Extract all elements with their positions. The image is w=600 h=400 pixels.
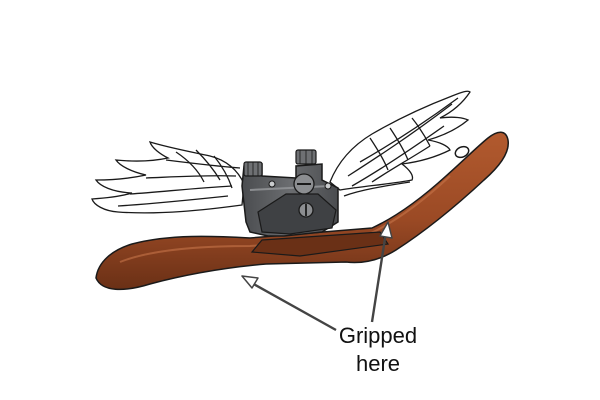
stud-right-icon	[324, 182, 332, 190]
wooden-handle	[95, 131, 509, 291]
left-wing-icon	[91, 141, 245, 214]
hanging-hole	[454, 145, 470, 159]
callout-line-1: Gripped	[338, 323, 418, 348]
cap-screw-icon	[293, 173, 315, 195]
blade-screw-icon	[298, 202, 314, 218]
right-wing-icon	[329, 90, 471, 197]
left-adjusting-knob-icon	[243, 161, 263, 177]
callout-line-2: here	[355, 351, 401, 376]
callout-label: Gripped here	[318, 322, 438, 378]
handle-highlight	[119, 175, 451, 263]
stud-left-icon	[268, 180, 276, 188]
pointer-arrow-icon	[241, 221, 393, 332]
right-adjusting-knob-icon	[295, 149, 317, 165]
